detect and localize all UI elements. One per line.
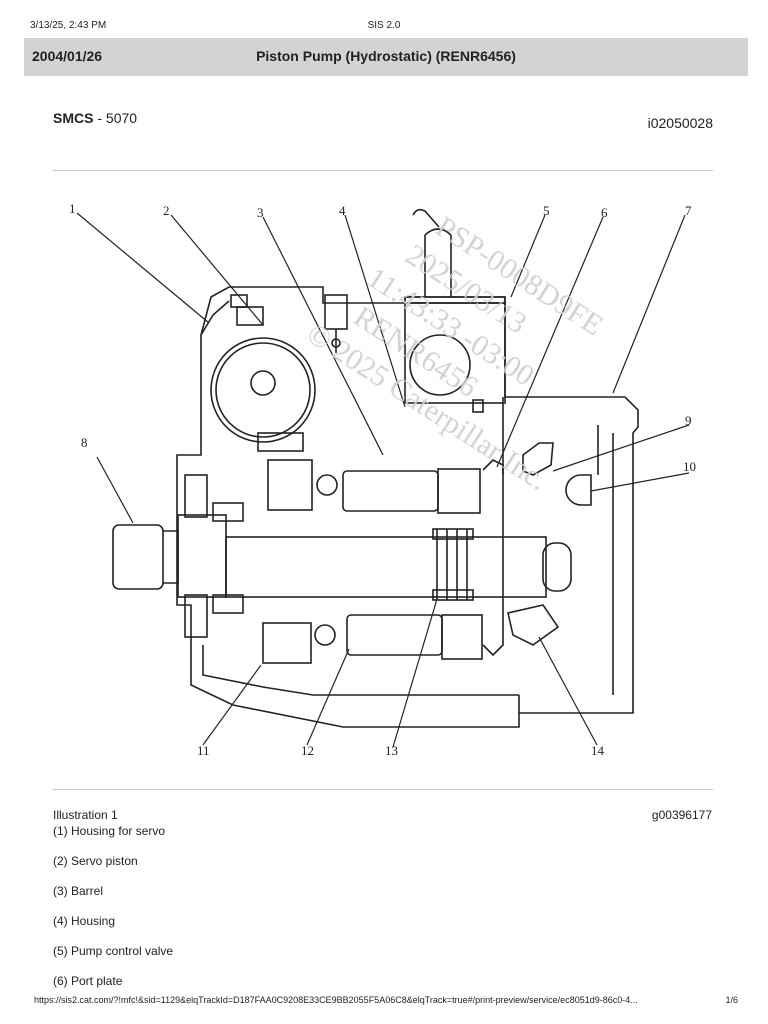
callout-5: 5 xyxy=(543,203,550,218)
divider-top xyxy=(53,170,713,171)
print-url: https://sis2.cat.com/?!mfc!&sid=1129&elq… xyxy=(34,995,638,1005)
callout-13: 13 xyxy=(385,743,398,758)
callout-9: 9 xyxy=(685,413,692,428)
parts-legend: (1) Housing for servo (2) Servo piston (… xyxy=(53,824,173,1004)
banner-date: 2004/01/26 xyxy=(32,48,103,64)
legend-item: (5) Pump control valve xyxy=(53,944,174,958)
divider-bottom xyxy=(53,789,713,790)
smcs-code: 5070 xyxy=(105,110,138,126)
document-banner: 2004/01/26 Piston Pump (Hydrostatic) (RE… xyxy=(24,38,748,76)
document-id: i02050028 xyxy=(647,115,713,131)
callout-11: 11 xyxy=(197,743,210,758)
banner-title: Piston Pump (Hydrostatic) (RENR6456) xyxy=(256,48,516,64)
smcs-label: SMCS xyxy=(53,110,94,126)
callout-3: 3 xyxy=(257,205,264,220)
print-datetime: 3/13/25, 2:43 PM xyxy=(30,20,107,31)
pump-illustration: 1 2 3 4 5 6 7 8 9 10 11 12 13 14 PSP-000… xyxy=(53,175,713,780)
smcs-line: SMCS - 5070 xyxy=(53,110,137,126)
pump-cross-section-drawing: 1 2 3 4 5 6 7 8 9 10 11 12 13 14 PSP-000… xyxy=(69,201,696,758)
callout-12: 12 xyxy=(301,743,314,758)
callout-14: 14 xyxy=(591,743,605,758)
legend-item: (1) Housing for servo xyxy=(53,824,166,838)
callout-4: 4 xyxy=(339,203,346,218)
legend-item: (3) Barrel xyxy=(53,884,104,898)
print-app-title: SIS 2.0 xyxy=(367,20,401,31)
callout-2: 2 xyxy=(163,203,170,218)
page-number: 1/6 xyxy=(725,995,738,1005)
smcs-separator: - xyxy=(93,110,106,126)
legend-item: (4) Housing xyxy=(53,914,116,928)
callout-7: 7 xyxy=(685,203,692,218)
callout-10: 10 xyxy=(683,459,696,474)
graphic-id: g00396177 xyxy=(651,808,712,822)
legend-item: (2) Servo piston xyxy=(53,854,138,868)
callout-8: 8 xyxy=(81,435,88,450)
callout-1: 1 xyxy=(69,201,76,216)
illustration-caption: Illustration 1 xyxy=(53,808,118,822)
callout-6: 6 xyxy=(601,205,608,220)
legend-item: (6) Port plate xyxy=(53,974,123,988)
